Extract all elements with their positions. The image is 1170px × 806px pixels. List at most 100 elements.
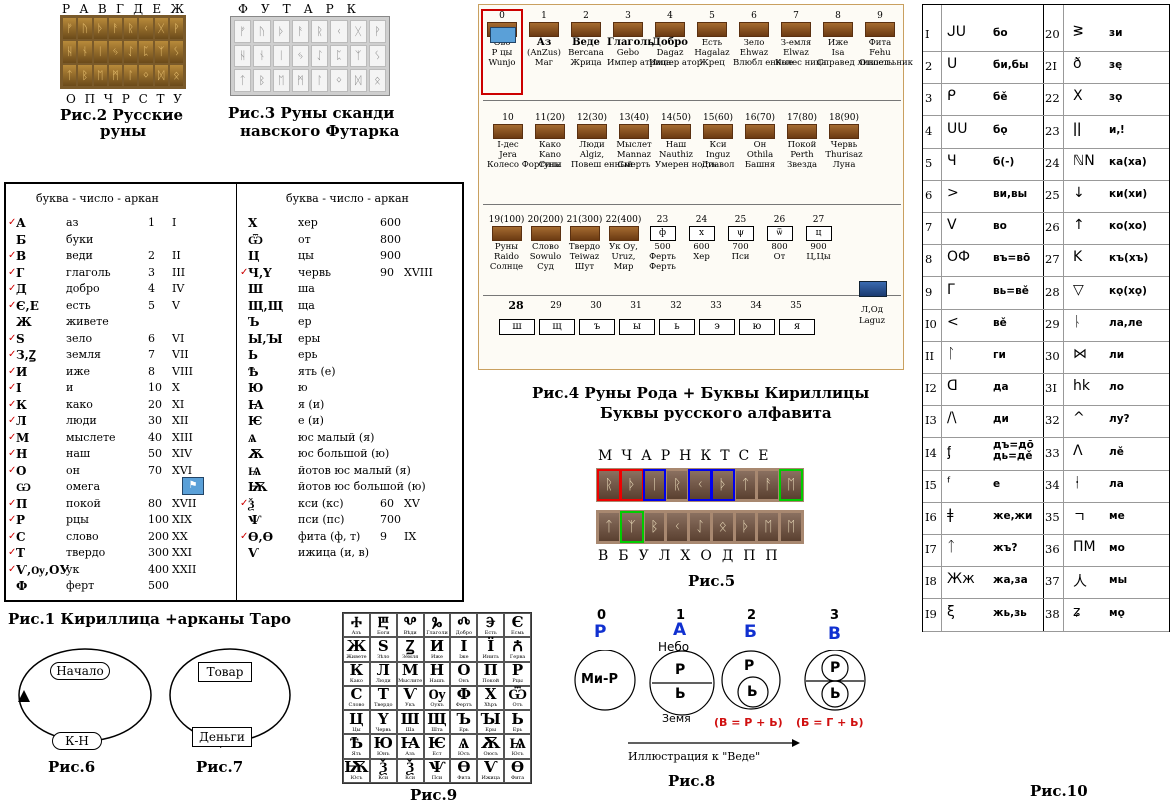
rune-glyph-icon: ᚱ — [667, 471, 688, 499]
rune-glyph-icon: ᛒ — [644, 513, 665, 541]
glyph-letter: Ꙑ — [480, 709, 501, 728]
cell-bv: и,ǃ — [1109, 123, 1125, 136]
rune-number: 15(60) — [703, 113, 733, 123]
rune-b: Thurisaz — [825, 150, 863, 160]
fig10-column-divider — [1043, 5, 1044, 631]
cell-bv: ме — [1109, 510, 1125, 522]
rune-symbol: ψ — [727, 226, 754, 241]
glyph-letter: І — [460, 636, 468, 655]
cell-b: 30 — [1045, 349, 1060, 363]
rune-b: Bercana — [568, 48, 604, 58]
cell-bg: ΠΜ — [1073, 539, 1096, 556]
rune-tile-icon — [571, 22, 601, 37]
rune-glyph-icon: ᛒ — [253, 69, 271, 92]
glyph-letter: Ѳ — [457, 758, 471, 777]
cell-l: Г — [16, 265, 25, 280]
glyph-name: Азъ — [405, 751, 415, 758]
rune-c: Колес ница — [775, 58, 827, 68]
cell-ag: ОФ — [947, 249, 971, 266]
cell-a: I8 — [925, 574, 937, 589]
cell-n: глаголь — [66, 265, 111, 279]
rune-glyph-icon: ᚲ — [139, 18, 153, 40]
rune-number: 5 — [709, 11, 715, 21]
rune-glyph-icon: ᛖ — [779, 469, 804, 501]
cell-n: мыслете — [66, 430, 116, 444]
fig7-money-box: Деньги — [192, 727, 252, 747]
letter: О — [66, 92, 76, 106]
fig8-caption: Рис.8 — [668, 772, 716, 790]
fig6-arrow-icon — [18, 690, 30, 702]
cell-av: ви,вы — [993, 188, 1028, 200]
rune-glyph-icon: ᛏ — [63, 64, 77, 86]
rune-number: 8 — [835, 11, 841, 21]
glyph-name: Добро — [455, 629, 472, 636]
cell-bg: 人 — [1073, 574, 1087, 591]
cell-ag: ᑌ — [947, 56, 958, 73]
cell-l: Д — [16, 282, 27, 297]
cell-chk: ✓ — [8, 382, 17, 394]
cell-chk: ✓ — [8, 497, 17, 509]
cell-a: I2 — [925, 381, 937, 396]
rune-b: Algiz, — [579, 150, 605, 160]
cell-b: 36 — [1045, 542, 1060, 557]
glyph-letter: Ⰲ — [403, 612, 417, 631]
rune-glyph-icon: ᚺ — [234, 44, 252, 68]
glyph-letter: И — [429, 636, 445, 655]
fig8-circle-1 — [649, 650, 715, 716]
cell-l: Ѯ — [248, 496, 255, 511]
cell-bv: зę — [1109, 59, 1123, 72]
rune-glyph-icon: ᛖ — [781, 513, 802, 541]
cell-a: I7 — [925, 542, 937, 557]
cell-n: ща — [298, 298, 315, 312]
cyrillic-letter-cell: э — [699, 319, 735, 335]
glyph-name: Ест — [432, 751, 442, 758]
cell-b: 33 — [1045, 445, 1060, 460]
rune-tile-icon — [655, 22, 685, 37]
cell-chk: ✓ — [8, 349, 17, 361]
cell-bv: мы — [1109, 574, 1128, 587]
letter: П — [84, 92, 96, 106]
rune-a: Твердо — [568, 242, 601, 252]
rune-number: 4 — [667, 11, 673, 21]
rune-glyph-icon: ᚨ — [758, 471, 779, 499]
cell-ag: V — [947, 217, 957, 234]
glyph-letter: Ѫ — [480, 734, 501, 753]
fig8-inner-circle-2 — [737, 676, 769, 708]
fig8-b-1: Ь — [675, 686, 686, 702]
cell-ag: ᗡ — [947, 378, 958, 395]
cell-ark: III — [172, 265, 186, 279]
rune-number: 9 — [877, 11, 883, 21]
rune-number: 7 — [793, 11, 799, 21]
cell-ag: ᒍᑌ — [947, 24, 967, 40]
rune-a: 800 — [771, 242, 788, 252]
cell-l: Ꙗ — [248, 397, 264, 412]
rune-b: Ферть — [649, 252, 676, 262]
rune-glyph-icon: ᚹ — [368, 20, 386, 43]
cell-chk: ✓ — [240, 266, 249, 278]
rune-b: Dagaz — [656, 48, 684, 58]
glyph-letter: Ꙁ — [405, 636, 415, 655]
rune-tile-icon — [829, 124, 859, 139]
rune-glyph-icon: ᚷ — [154, 18, 168, 40]
rune-b: Ц,Цы — [806, 252, 831, 262]
cell-a: I5 — [925, 477, 937, 492]
glyph-letter: Ѧ — [458, 734, 470, 753]
cell-a: 3 — [925, 91, 933, 106]
glyph-letter: О — [457, 661, 471, 680]
